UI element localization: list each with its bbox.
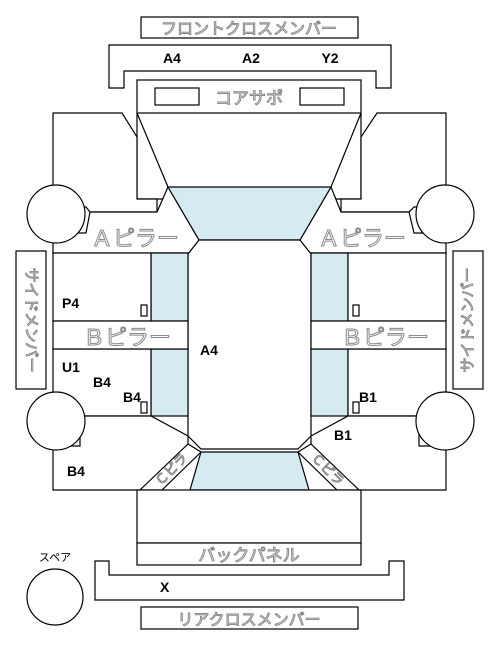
- back-panel-label: バックパネル: [198, 546, 299, 566]
- b-pillar-right-label: Ｂピラー: [341, 326, 429, 351]
- grade-left-b4-upper: B4: [93, 374, 111, 390]
- trunk-floor[interactable]: [136, 489, 362, 544]
- front-apron-left: [136, 112, 169, 200]
- front-door-handle-right: [352, 304, 360, 317]
- core-support-label: コアサポ: [215, 89, 283, 109]
- grade-rear-x: X: [160, 579, 170, 595]
- wheel-front-right[interactable]: [415, 184, 475, 244]
- b-pillar-left-label: Ｂピラー: [83, 326, 171, 351]
- side-member-left-label: サイドメンバー: [23, 267, 41, 372]
- rear-cross-member-label: リアクロスメンバー: [177, 610, 320, 629]
- side-member-right-label: サイドメンバー: [459, 267, 477, 372]
- wheel-rear-left[interactable]: [26, 391, 86, 451]
- grade-left-b4-lower: B4: [67, 463, 85, 479]
- grade-left-b4-inner: B4: [123, 389, 141, 405]
- side-window-front-right[interactable]: [310, 252, 349, 322]
- front-cross-member-label: フロントクロスメンバー: [161, 19, 337, 38]
- b-pillar-right[interactable]: [310, 320, 447, 350]
- grade-front-y2: Y2: [321, 50, 338, 66]
- rear-door-handle-left: [140, 401, 148, 414]
- spare-tire-label: スペア: [39, 551, 71, 564]
- front-apron-right: [330, 112, 362, 200]
- side-member-right[interactable]: [452, 250, 484, 390]
- spare-tire[interactable]: [26, 568, 84, 626]
- side-member-left[interactable]: [15, 250, 47, 390]
- side-window-rear-right[interactable]: [310, 348, 349, 417]
- wheel-front-left[interactable]: [26, 184, 86, 244]
- front-cross-member-box[interactable]: [140, 16, 359, 39]
- side-window-rear-left[interactable]: [150, 348, 189, 417]
- front-door-left[interactable]: [52, 252, 152, 322]
- grade-front-a4: A4: [163, 50, 181, 66]
- a-pillar-left-label: Ａピラー: [91, 227, 179, 252]
- a-pillar-right-label: Ａピラー: [318, 227, 406, 252]
- rear-bumper-outline[interactable]: [94, 560, 405, 601]
- grade-right-b1-inner: B1: [359, 389, 377, 405]
- front-door-right[interactable]: [347, 252, 447, 322]
- rear-cross-member-box[interactable]: [140, 606, 359, 630]
- grade-center-a4: A4: [200, 342, 218, 358]
- front-door-handle-left: [140, 304, 148, 317]
- rear-window[interactable]: [189, 451, 310, 491]
- back-panel-box[interactable]: [136, 542, 362, 566]
- b-pillar-left[interactable]: [52, 320, 189, 350]
- side-window-front-left[interactable]: [150, 252, 189, 322]
- rear-door-handle-right: [352, 401, 360, 414]
- core-support-headlight-left: [154, 87, 200, 106]
- grade-front-a2: A2: [242, 50, 260, 66]
- grade-left-u1: U1: [62, 359, 80, 375]
- grade-left-p4: P4: [62, 295, 79, 311]
- front-bumper-outline[interactable]: [108, 44, 392, 89]
- grade-right-b1-lower: B1: [334, 427, 352, 443]
- core-support-headlight-right: [299, 87, 345, 106]
- wheel-rear-right[interactable]: [415, 391, 475, 451]
